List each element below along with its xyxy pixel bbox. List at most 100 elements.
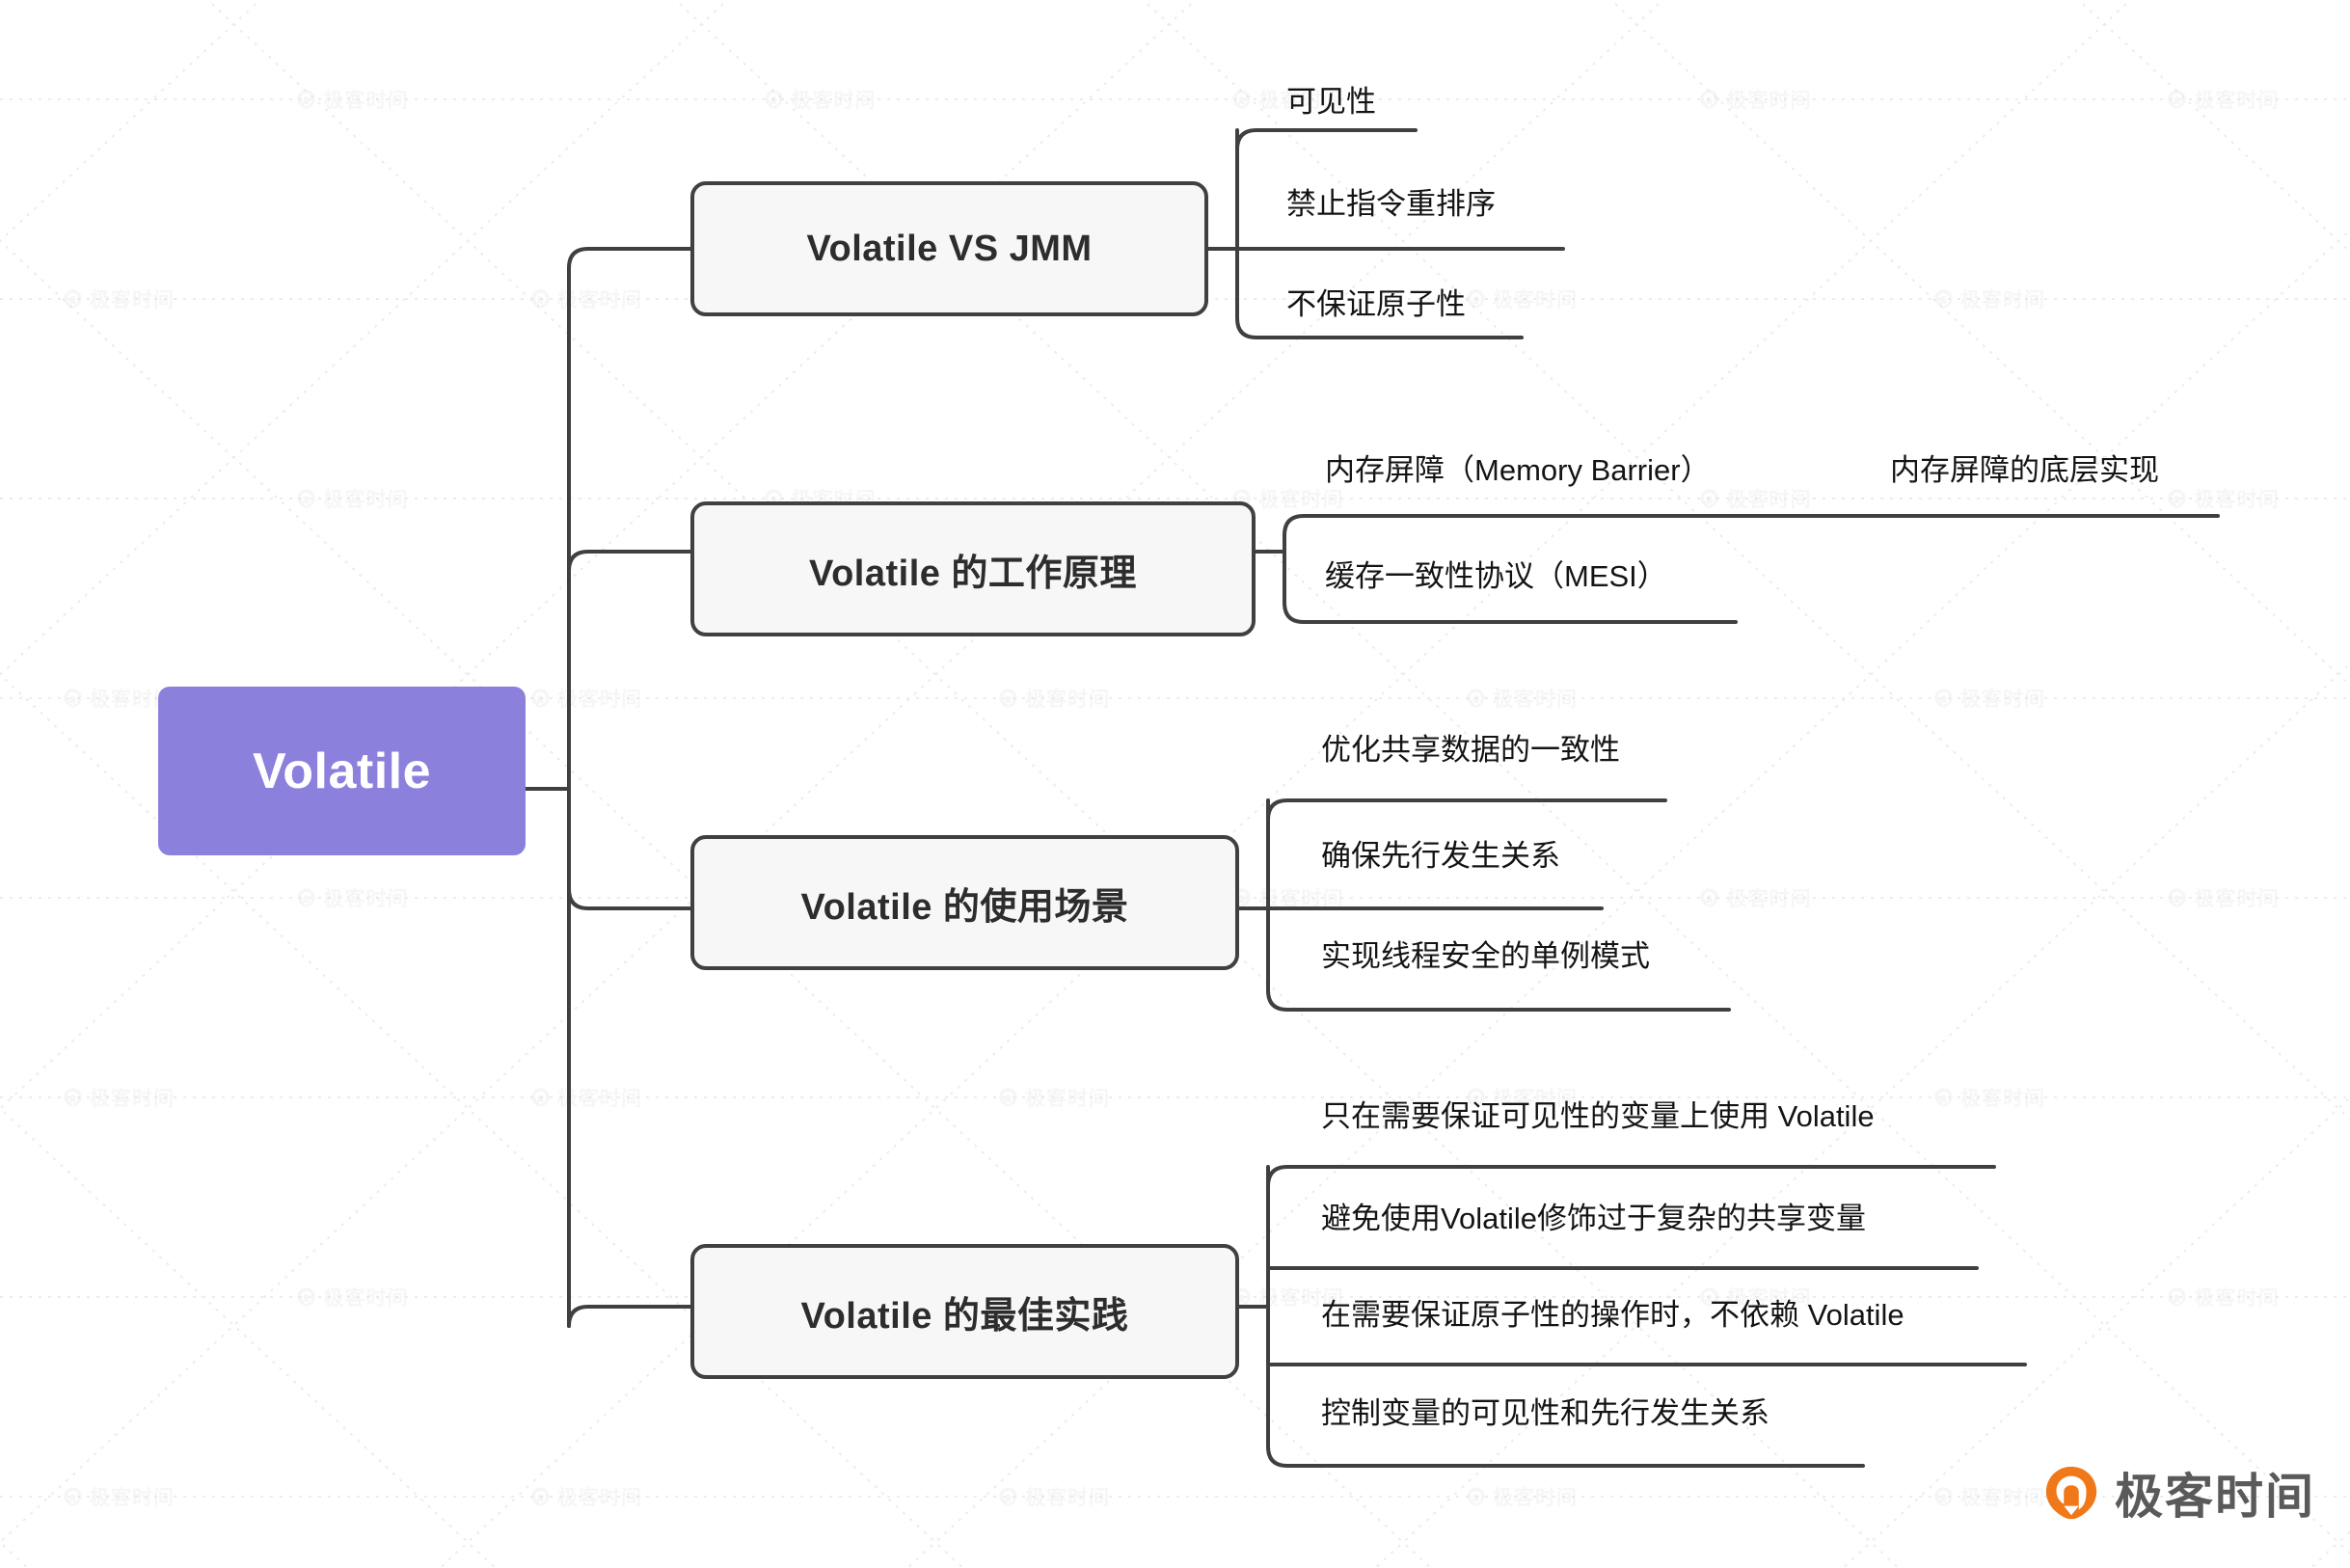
watermark-mark: 极客时间 <box>1932 684 2045 713</box>
watermark-logo-icon <box>296 89 317 110</box>
watermark-logo-icon <box>62 688 83 709</box>
watermark-logo-icon <box>2167 887 2188 908</box>
watermark-logo-icon <box>1699 887 1720 908</box>
watermark-logo-icon <box>1932 1486 1954 1507</box>
leaf-no-reordering[interactable]: 禁止指令重排序 <box>1286 189 1496 219</box>
branch-node-label: Volatile 的最佳实践 <box>800 1295 1129 1337</box>
watermark-mark: 极客时间 <box>62 284 175 313</box>
watermark-logo-icon <box>296 488 317 509</box>
branch-node-working-principle[interactable]: Volatile 的工作原理 <box>690 501 1256 636</box>
watermark-mark: 极客时间 <box>1465 284 1578 313</box>
watermark-mark: 极客时间 <box>1932 284 2045 313</box>
leaf-label: 缓存一致性协议（MESI） <box>1325 559 1667 593</box>
watermark-mark: 极客时间 <box>1699 85 1812 114</box>
watermark-logo-icon <box>997 688 1018 709</box>
watermark-logo-icon <box>529 1087 551 1108</box>
watermark-text: 极客时间 <box>1493 1487 1578 1509</box>
watermark-logo-icon <box>997 1486 1018 1507</box>
leaf-label: 实现线程安全的单例模式 <box>1321 939 1650 973</box>
watermark-text: 极客时间 <box>791 90 877 112</box>
watermark-text: 极客时间 <box>2194 489 2280 511</box>
watermark-text: 极客时间 <box>90 289 175 311</box>
watermark-text: 极客时间 <box>1493 289 1578 311</box>
branch-node-use-cases[interactable]: Volatile 的使用场景 <box>690 835 1239 970</box>
watermark-text: 极客时间 <box>1726 888 1812 910</box>
watermark-logo-icon <box>1699 488 1720 509</box>
watermark-text: 极客时间 <box>1726 90 1812 112</box>
subleaf-label: 内存屏障的底层实现 <box>1890 453 2159 487</box>
watermark-mark: 极客时间 <box>62 1083 175 1112</box>
watermark-text: 极客时间 <box>1960 1487 2045 1509</box>
subleaf-memory-barrier-implementation[interactable]: 内存屏障的底层实现 <box>1890 455 2159 485</box>
branch-node-best-practices[interactable]: Volatile 的最佳实践 <box>690 1244 1239 1379</box>
watermark-mark: 极客时间 <box>1231 883 1344 912</box>
leaf-label: 可见性 <box>1286 85 1376 119</box>
watermark-mark: 极客时间 <box>296 883 409 912</box>
watermark-mark: 极客时间 <box>296 484 409 513</box>
watermark-mark: 极客时间 <box>529 1083 642 1112</box>
watermark-logo-icon <box>296 887 317 908</box>
mindmap-root-node[interactable]: Volatile <box>158 687 526 855</box>
watermark-text: 极客时间 <box>1960 1088 2045 1110</box>
watermark-text: 极客时间 <box>557 289 642 311</box>
leaf-label: 只在需要保证可见性的变量上使用 Volatile <box>1321 1099 1875 1133</box>
leaf-label: 禁止指令重排序 <box>1286 187 1496 221</box>
watermark-logo-icon <box>1231 89 1253 110</box>
watermark-mark: 极客时间 <box>2167 484 2280 513</box>
watermark-text: 极客时间 <box>557 1088 642 1110</box>
leaf-label: 内存屏障（Memory Barrier） <box>1325 453 1711 487</box>
branch-node-label: Volatile 的工作原理 <box>809 553 1137 594</box>
leaf-thread-safe-singleton[interactable]: 实现线程安全的单例模式 <box>1321 941 1650 971</box>
watermark-mark: 极客时间 <box>529 1482 642 1511</box>
watermark-logo-icon <box>2167 1286 2188 1308</box>
leaf-label: 不保证原子性 <box>1286 287 1466 321</box>
leaf-memory-barrier[interactable]: 内存屏障（Memory Barrier） <box>1325 455 1711 485</box>
watermark-text: 极客时间 <box>323 888 409 910</box>
watermark-text: 极客时间 <box>323 489 409 511</box>
leaf-happens-before[interactable]: 确保先行发生关系 <box>1321 841 1560 871</box>
watermark-mark: 极客时间 <box>2167 85 2280 114</box>
watermark-mark: 极客时间 <box>997 684 1110 713</box>
watermark-mark: 极客时间 <box>62 1482 175 1511</box>
watermark-logo-icon <box>62 1486 83 1507</box>
leaf-mesi-protocol[interactable]: 缓存一致性协议（MESI） <box>1325 561 1667 591</box>
watermark-text: 极客时间 <box>1493 689 1578 711</box>
watermark-text: 极客时间 <box>90 1088 175 1110</box>
watermark-logo-icon <box>62 1087 83 1108</box>
watermark-mark: 极客时间 <box>1465 684 1578 713</box>
watermark-logo-icon <box>529 288 551 310</box>
leaf-optimize-shared-data-consistency[interactable]: 优化共享数据的一致性 <box>1321 735 1620 765</box>
watermark-text: 极客时间 <box>557 1487 642 1509</box>
watermark-mark: 极客时间 <box>1699 484 1812 513</box>
branch-node-volatile-vs-jmm[interactable]: Volatile VS JMM <box>690 181 1208 316</box>
watermark-logo-icon <box>529 1486 551 1507</box>
leaf-no-atomic-reliance[interactable]: 在需要保证原子性的操作时，不依赖 Volatile <box>1321 1300 1904 1330</box>
branch-node-label: Volatile 的使用场景 <box>800 886 1129 928</box>
leaf-visibility[interactable]: 可见性 <box>1286 87 1376 117</box>
watermark-mark: 极客时间 <box>529 284 642 313</box>
leaf-label: 确保先行发生关系 <box>1321 839 1560 873</box>
leaf-no-atomicity[interactable]: 不保证原子性 <box>1286 289 1466 319</box>
watermark-logo-icon <box>2167 488 2188 509</box>
watermark-mark: 极客时间 <box>2167 883 2280 912</box>
watermark-text: 极客时间 <box>1726 489 1812 511</box>
watermark-mark: 极客时间 <box>2167 1283 2280 1311</box>
leaf-label: 控制变量的可见性和先行发生关系 <box>1321 1396 1769 1430</box>
watermark-mark: 极客时间 <box>529 684 642 713</box>
brand-logo: 极客时间 <box>2041 1458 2315 1527</box>
watermark-logo-icon <box>1699 89 1720 110</box>
watermark-logo-icon <box>2167 89 2188 110</box>
leaf-control-visibility-happens-before[interactable]: 控制变量的可见性和先行发生关系 <box>1321 1398 1769 1428</box>
watermark-mark: 极客时间 <box>1932 1482 2045 1511</box>
watermark-mark: 极客时间 <box>1465 1482 1578 1511</box>
watermark-mark: 极客时间 <box>1932 1083 2045 1112</box>
watermark-mark: 极客时间 <box>764 85 877 114</box>
brand-name: 极客时间 <box>2115 1470 2315 1524</box>
watermark-text: 极客时间 <box>1258 489 1344 511</box>
leaf-only-visibility-variables[interactable]: 只在需要保证可见性的变量上使用 Volatile <box>1321 1101 1875 1131</box>
watermark-text: 极客时间 <box>323 90 409 112</box>
leaf-avoid-complex-variables[interactable]: 避免使用Volatile修饰过于复杂的共享变量 <box>1321 1203 1866 1233</box>
watermark-logo-icon <box>529 688 551 709</box>
watermark-logo-icon <box>1465 1486 1486 1507</box>
